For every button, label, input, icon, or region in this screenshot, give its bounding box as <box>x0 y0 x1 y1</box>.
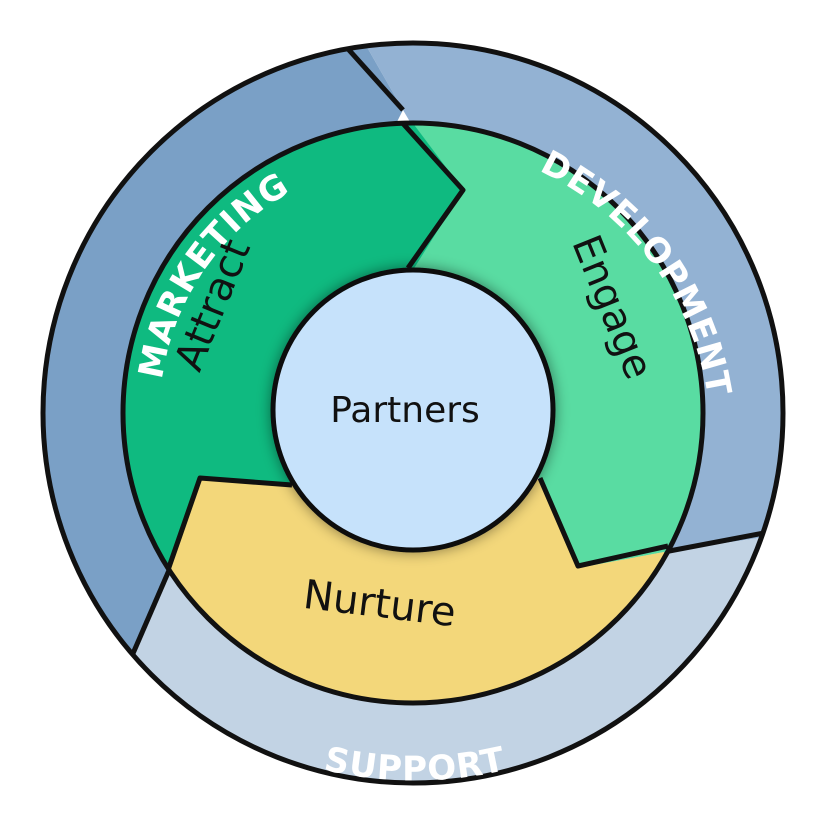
center-label: Partners <box>330 390 480 431</box>
engage-segment <box>403 123 703 703</box>
nurture-segment <box>123 478 703 703</box>
center-circle <box>270 267 556 553</box>
attract-segment <box>123 123 463 703</box>
